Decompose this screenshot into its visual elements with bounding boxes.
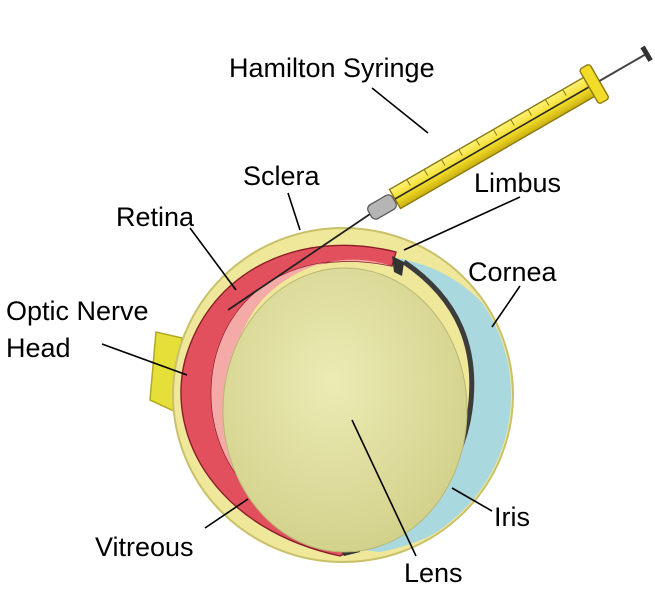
label-optic-nerve-head-line1: Optic Nerve: [6, 296, 149, 326]
leader-sclera: [287, 192, 301, 231]
lens-shape: [222, 267, 468, 553]
label-cornea: Cornea: [468, 257, 558, 287]
label-sclera: Sclera: [243, 161, 321, 191]
leader-lens: [351, 419, 417, 557]
label-hamilton-syringe: Hamilton Syringe: [229, 53, 435, 83]
leader-cornea: [491, 285, 521, 328]
limbus-mark-top: [392, 256, 404, 276]
leader-vitreous: [204, 498, 249, 529]
label-retina: Retina: [116, 202, 195, 232]
label-vitreous: Vitreous: [95, 532, 194, 562]
leader-lines: [101, 87, 521, 557]
label-limbus: Limbus: [474, 168, 561, 198]
cornea-shape: [345, 258, 511, 552]
syringe-graduations: [406, 89, 567, 186]
leader-limbus: [403, 196, 521, 251]
syringe-plunger-cap: [640, 45, 653, 62]
syringe-plunger-rod: [394, 85, 592, 200]
leader-hamilton-syringe: [371, 87, 429, 134]
label-lens: Lens: [404, 558, 463, 588]
leader-iris: [451, 487, 493, 512]
syringe-plunger: [598, 53, 647, 82]
label-optic-nerve-head-line2: Head: [6, 333, 71, 363]
syringe-hub: [367, 194, 397, 220]
syringe-needle: [227, 209, 377, 311]
leader-retina: [189, 227, 237, 291]
hamilton-syringe-shape: [227, 45, 653, 311]
label-iris: Iris: [494, 502, 530, 532]
leader-optic-nerve-head: [101, 343, 188, 376]
